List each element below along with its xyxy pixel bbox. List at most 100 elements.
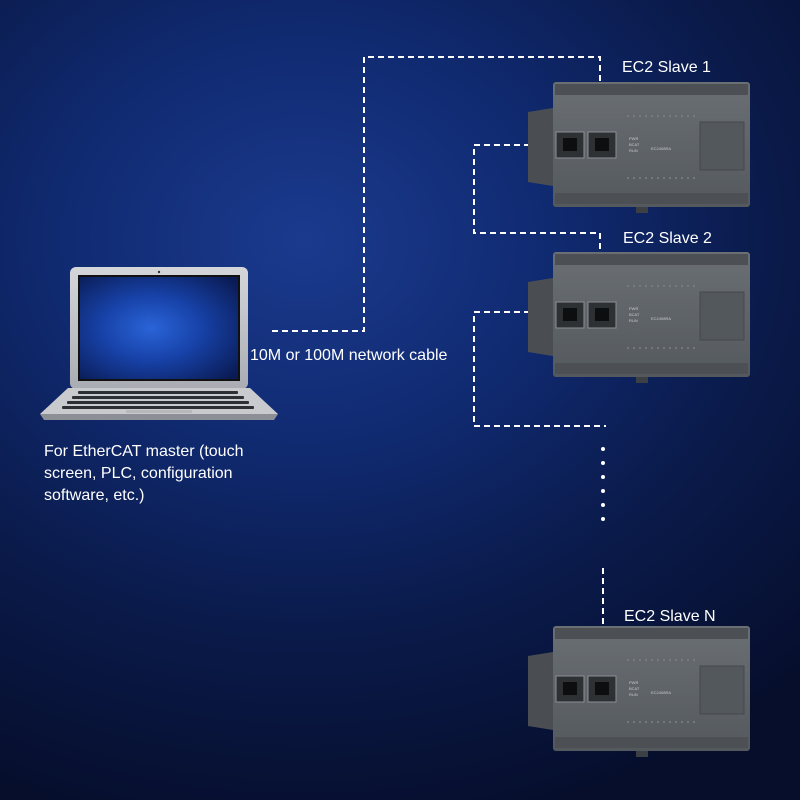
mounting-tab — [636, 377, 648, 383]
io-led — [687, 177, 689, 179]
module-door — [528, 278, 553, 356]
terminal-rail-top — [555, 254, 748, 265]
io-led — [639, 721, 641, 723]
module-model-label: EC2408RA — [651, 316, 671, 321]
io-led — [657, 115, 659, 117]
led-label: PWR — [629, 136, 638, 141]
io-led — [627, 659, 629, 661]
io-led — [681, 177, 683, 179]
io-led — [663, 659, 665, 661]
rj45-socket-out — [595, 308, 609, 321]
io-led — [645, 177, 647, 179]
io-led — [675, 115, 677, 117]
io-led — [669, 721, 671, 723]
io-led — [657, 721, 659, 723]
io-led — [651, 285, 653, 287]
led-label: BCAT — [629, 142, 640, 147]
io-led — [657, 285, 659, 287]
io-led — [675, 177, 677, 179]
io-led — [693, 659, 695, 661]
io-led — [663, 285, 665, 287]
io-led — [645, 721, 647, 723]
led-label: RUN — [629, 692, 638, 697]
laptop — [40, 267, 278, 420]
module-model-label: EC2408RA — [651, 146, 671, 151]
io-led — [693, 115, 695, 117]
module-cover — [699, 665, 745, 715]
io-led — [687, 659, 689, 661]
io-led — [639, 347, 641, 349]
io-led — [669, 285, 671, 287]
module-cover — [699, 121, 745, 171]
io-led — [645, 659, 647, 661]
led-label: PWR — [629, 680, 638, 685]
io-led — [627, 115, 629, 117]
io-led — [669, 177, 671, 179]
io-led — [693, 177, 695, 179]
cable-label: 10M or 100M network cable — [250, 347, 448, 364]
led-label: PWR — [629, 306, 638, 311]
slave-label-n: EC2 Slave N — [624, 608, 716, 625]
io-led — [663, 721, 665, 723]
laptop-keys — [62, 391, 254, 409]
io-led — [687, 347, 689, 349]
io-led — [627, 285, 629, 287]
io-led — [669, 115, 671, 117]
mounting-tab — [636, 751, 648, 757]
io-led — [639, 177, 641, 179]
io-led — [681, 115, 683, 117]
led-label: BCAT — [629, 312, 640, 317]
module-body — [553, 82, 750, 207]
io-led — [675, 659, 677, 661]
io-led — [627, 721, 629, 723]
io-led — [639, 659, 641, 661]
terminal-rail-top — [555, 84, 748, 95]
cable-slave2-to-next — [473, 311, 606, 427]
io-led — [645, 115, 647, 117]
io-led — [639, 115, 641, 117]
terminal-rail-top — [555, 628, 748, 639]
continuation-dots — [601, 447, 605, 521]
io-led — [633, 285, 635, 287]
io-led — [657, 659, 659, 661]
io-led — [663, 115, 665, 117]
io-led — [651, 115, 653, 117]
io-led — [627, 347, 629, 349]
terminal-rail-bottom — [555, 363, 748, 374]
module-body — [553, 626, 750, 751]
io-led — [681, 347, 683, 349]
io-led — [651, 721, 653, 723]
module-cover — [699, 291, 745, 341]
io-led — [645, 285, 647, 287]
io-led — [693, 347, 695, 349]
io-led — [639, 285, 641, 287]
io-led — [645, 347, 647, 349]
led-label: BCAT — [629, 686, 640, 691]
io-led — [657, 347, 659, 349]
rj45-socket-out — [595, 138, 609, 151]
rj45-socket-in — [563, 308, 577, 321]
io-led — [633, 347, 635, 349]
led-label: RUN — [629, 148, 638, 153]
laptop-base — [40, 414, 278, 420]
io-led — [657, 177, 659, 179]
laptop-camera — [157, 270, 161, 274]
io-led — [693, 285, 695, 287]
terminal-rail-bottom — [555, 737, 748, 748]
terminal-rail-bottom — [555, 193, 748, 204]
laptop-screen — [80, 277, 238, 379]
laptop-trackpad — [126, 410, 192, 413]
rj45-port-out — [587, 301, 617, 329]
io-led — [663, 347, 665, 349]
io-led — [627, 177, 629, 179]
cable-slave1-to-slave2 — [473, 144, 601, 318]
io-led — [681, 285, 683, 287]
io-led — [687, 115, 689, 117]
io-led — [651, 659, 653, 661]
io-led — [633, 177, 635, 179]
io-led — [651, 347, 653, 349]
